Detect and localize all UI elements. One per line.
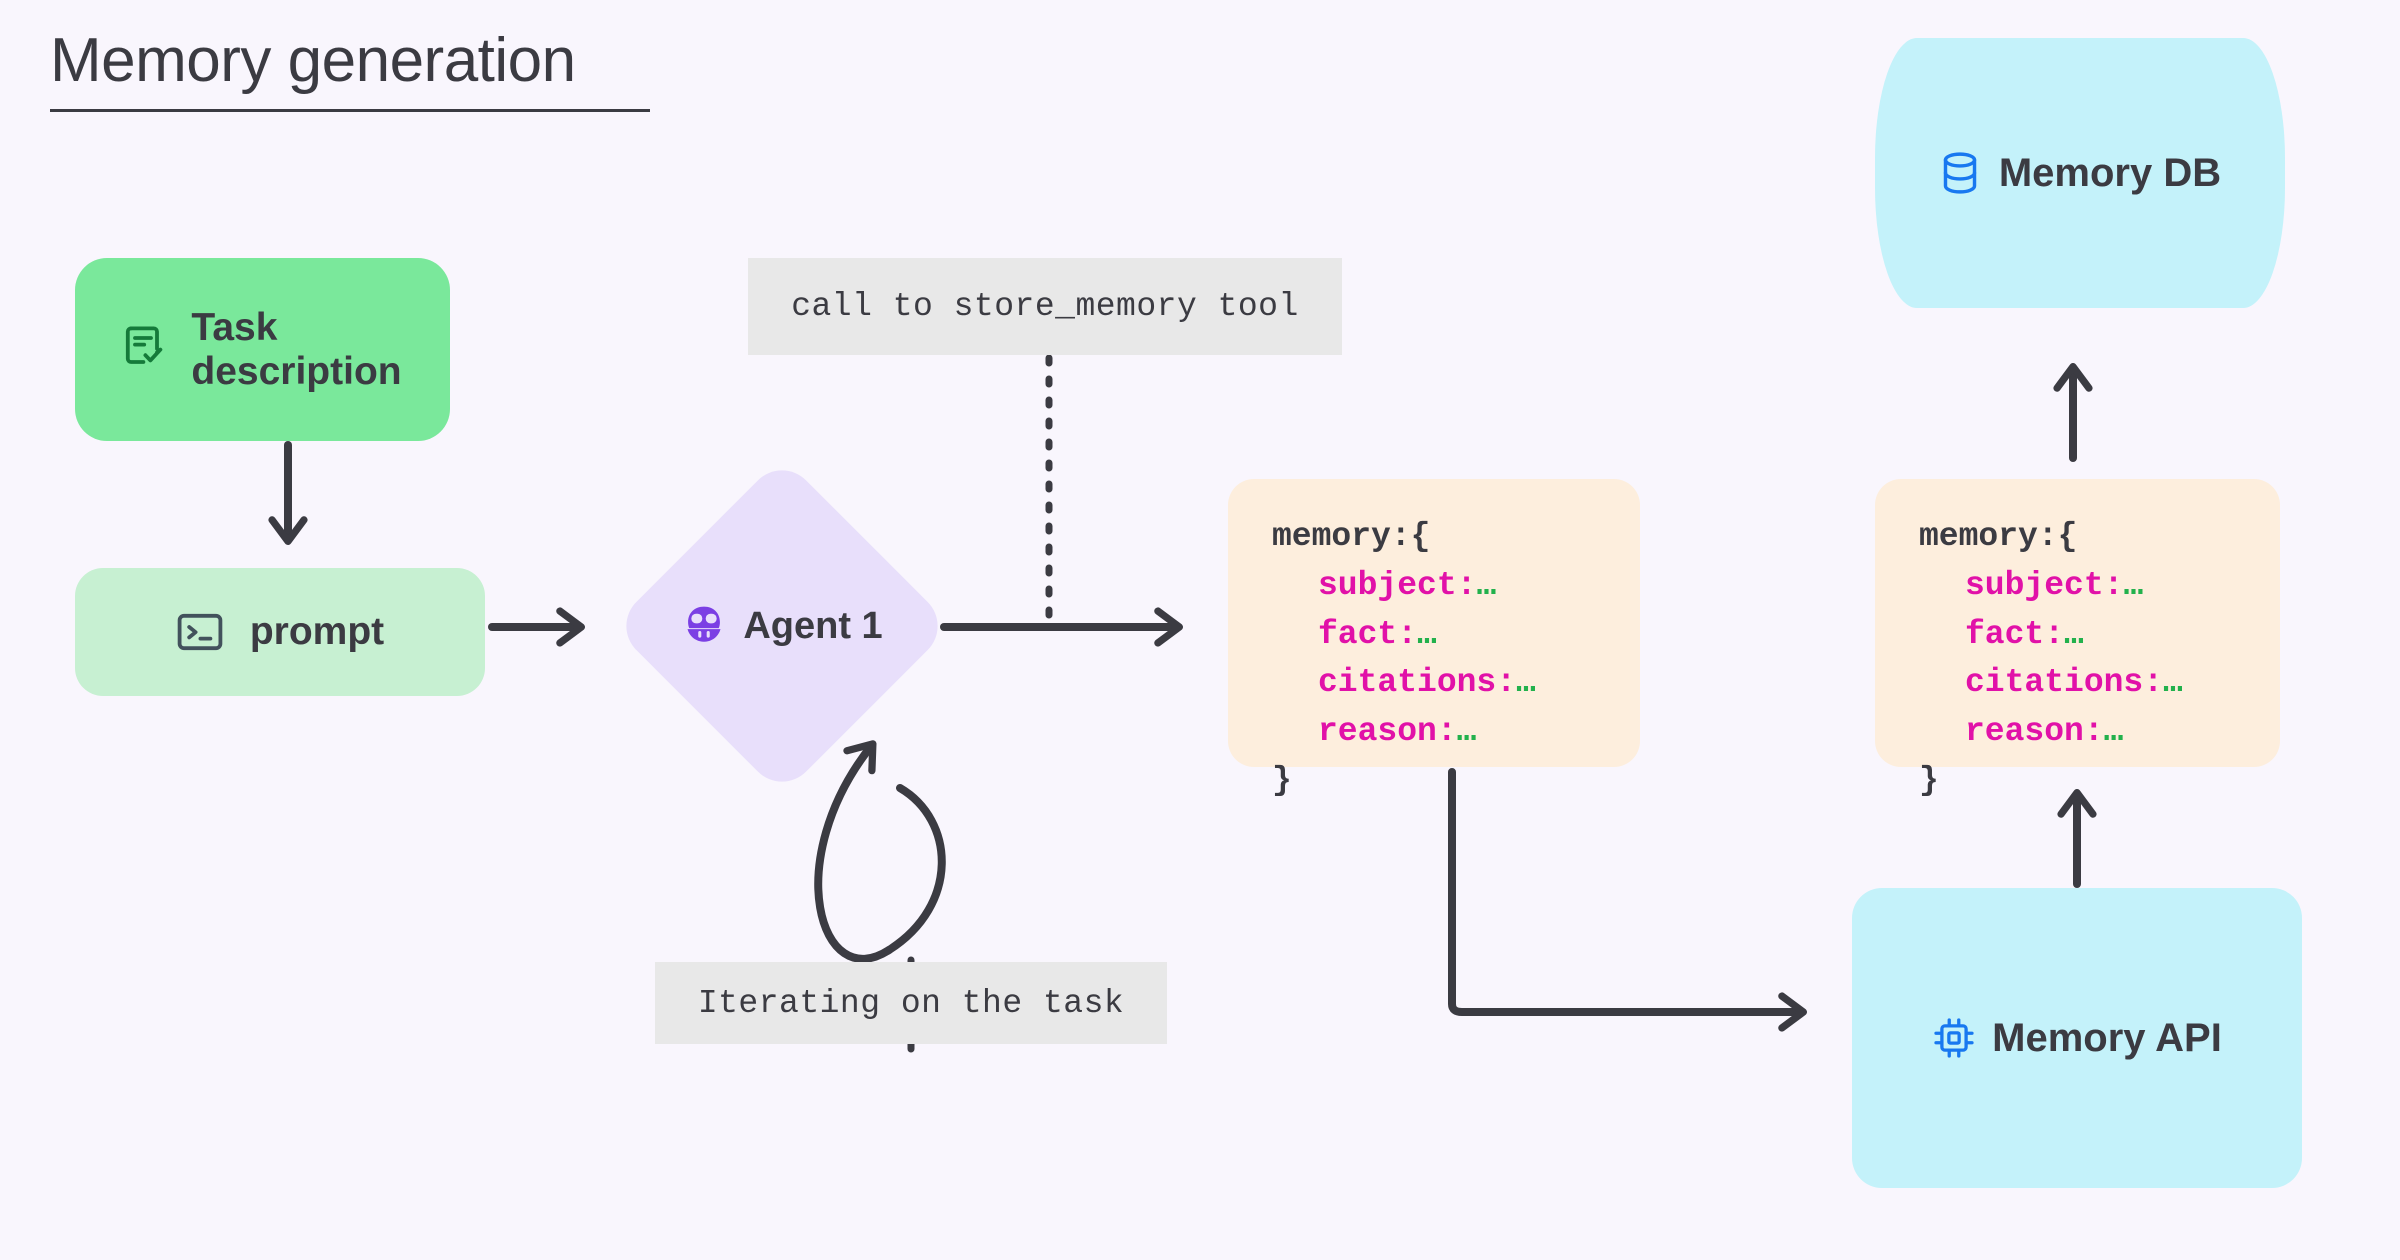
- memory-object-card-2: memory:{ subject:… fact:… citations:… re…: [1875, 479, 2280, 799]
- memory-close-brace: }: [1272, 762, 1292, 800]
- memory-field: fact:…: [1965, 615, 2084, 653]
- node-task-description-label: Task description: [191, 305, 402, 393]
- node-memory-api-label: Memory API: [1992, 1015, 2222, 1060]
- memory-open-brace: memory:{: [1919, 518, 2078, 555]
- robot-icon: [681, 603, 727, 649]
- memory-field: reason:…: [1318, 713, 1477, 751]
- memory-open-brace: memory:{: [1272, 518, 1431, 555]
- annotation-iterating-label: Iterating on the task: [697, 984, 1125, 1022]
- node-memory-api[interactable]: Memory API: [1852, 888, 2302, 1188]
- node-task-description[interactable]: Task description: [75, 258, 450, 441]
- edge-memory-to-api: [1448, 768, 1808, 1032]
- title-underline: [50, 109, 650, 113]
- memory-field: fact:…: [1318, 615, 1437, 653]
- memory-field: subject:…: [1318, 566, 1497, 604]
- node-agent-1-label: Agent 1: [743, 604, 883, 647]
- document-check-icon: [123, 324, 171, 376]
- database-icon: [1939, 150, 1981, 196]
- memory-close-brace: }: [1919, 762, 1939, 800]
- memory-field: citations:…: [1965, 664, 2183, 702]
- memory-field: reason:…: [1965, 713, 2124, 751]
- page-title: Memory generation: [50, 26, 650, 113]
- memory-field: citations:…: [1318, 664, 1536, 702]
- node-prompt-label: prompt: [249, 610, 385, 654]
- page-title-text: Memory generation: [50, 26, 576, 95]
- annotation-store-memory-call: call to store_memory tool: [748, 258, 1342, 355]
- annotation-iterating-on-task: Iterating on the task: [655, 962, 1167, 1044]
- node-memory-db[interactable]: Memory DB: [1875, 38, 2285, 308]
- node-memory-db-label: Memory DB: [1998, 150, 2222, 195]
- edge-agent-self-loop: [885, 784, 946, 954]
- chip-icon: [1932, 1016, 1976, 1060]
- node-agent-1[interactable]: Agent 1: [612, 456, 952, 796]
- memory-object-card-1: memory:{ subject:… fact:… citations:… re…: [1228, 479, 1640, 799]
- memory-field: subject:…: [1965, 566, 2144, 604]
- annotation-store-memory-label: call to store_memory tool: [791, 288, 1299, 325]
- terminal-icon: [176, 611, 224, 653]
- node-prompt[interactable]: prompt: [75, 568, 485, 696]
